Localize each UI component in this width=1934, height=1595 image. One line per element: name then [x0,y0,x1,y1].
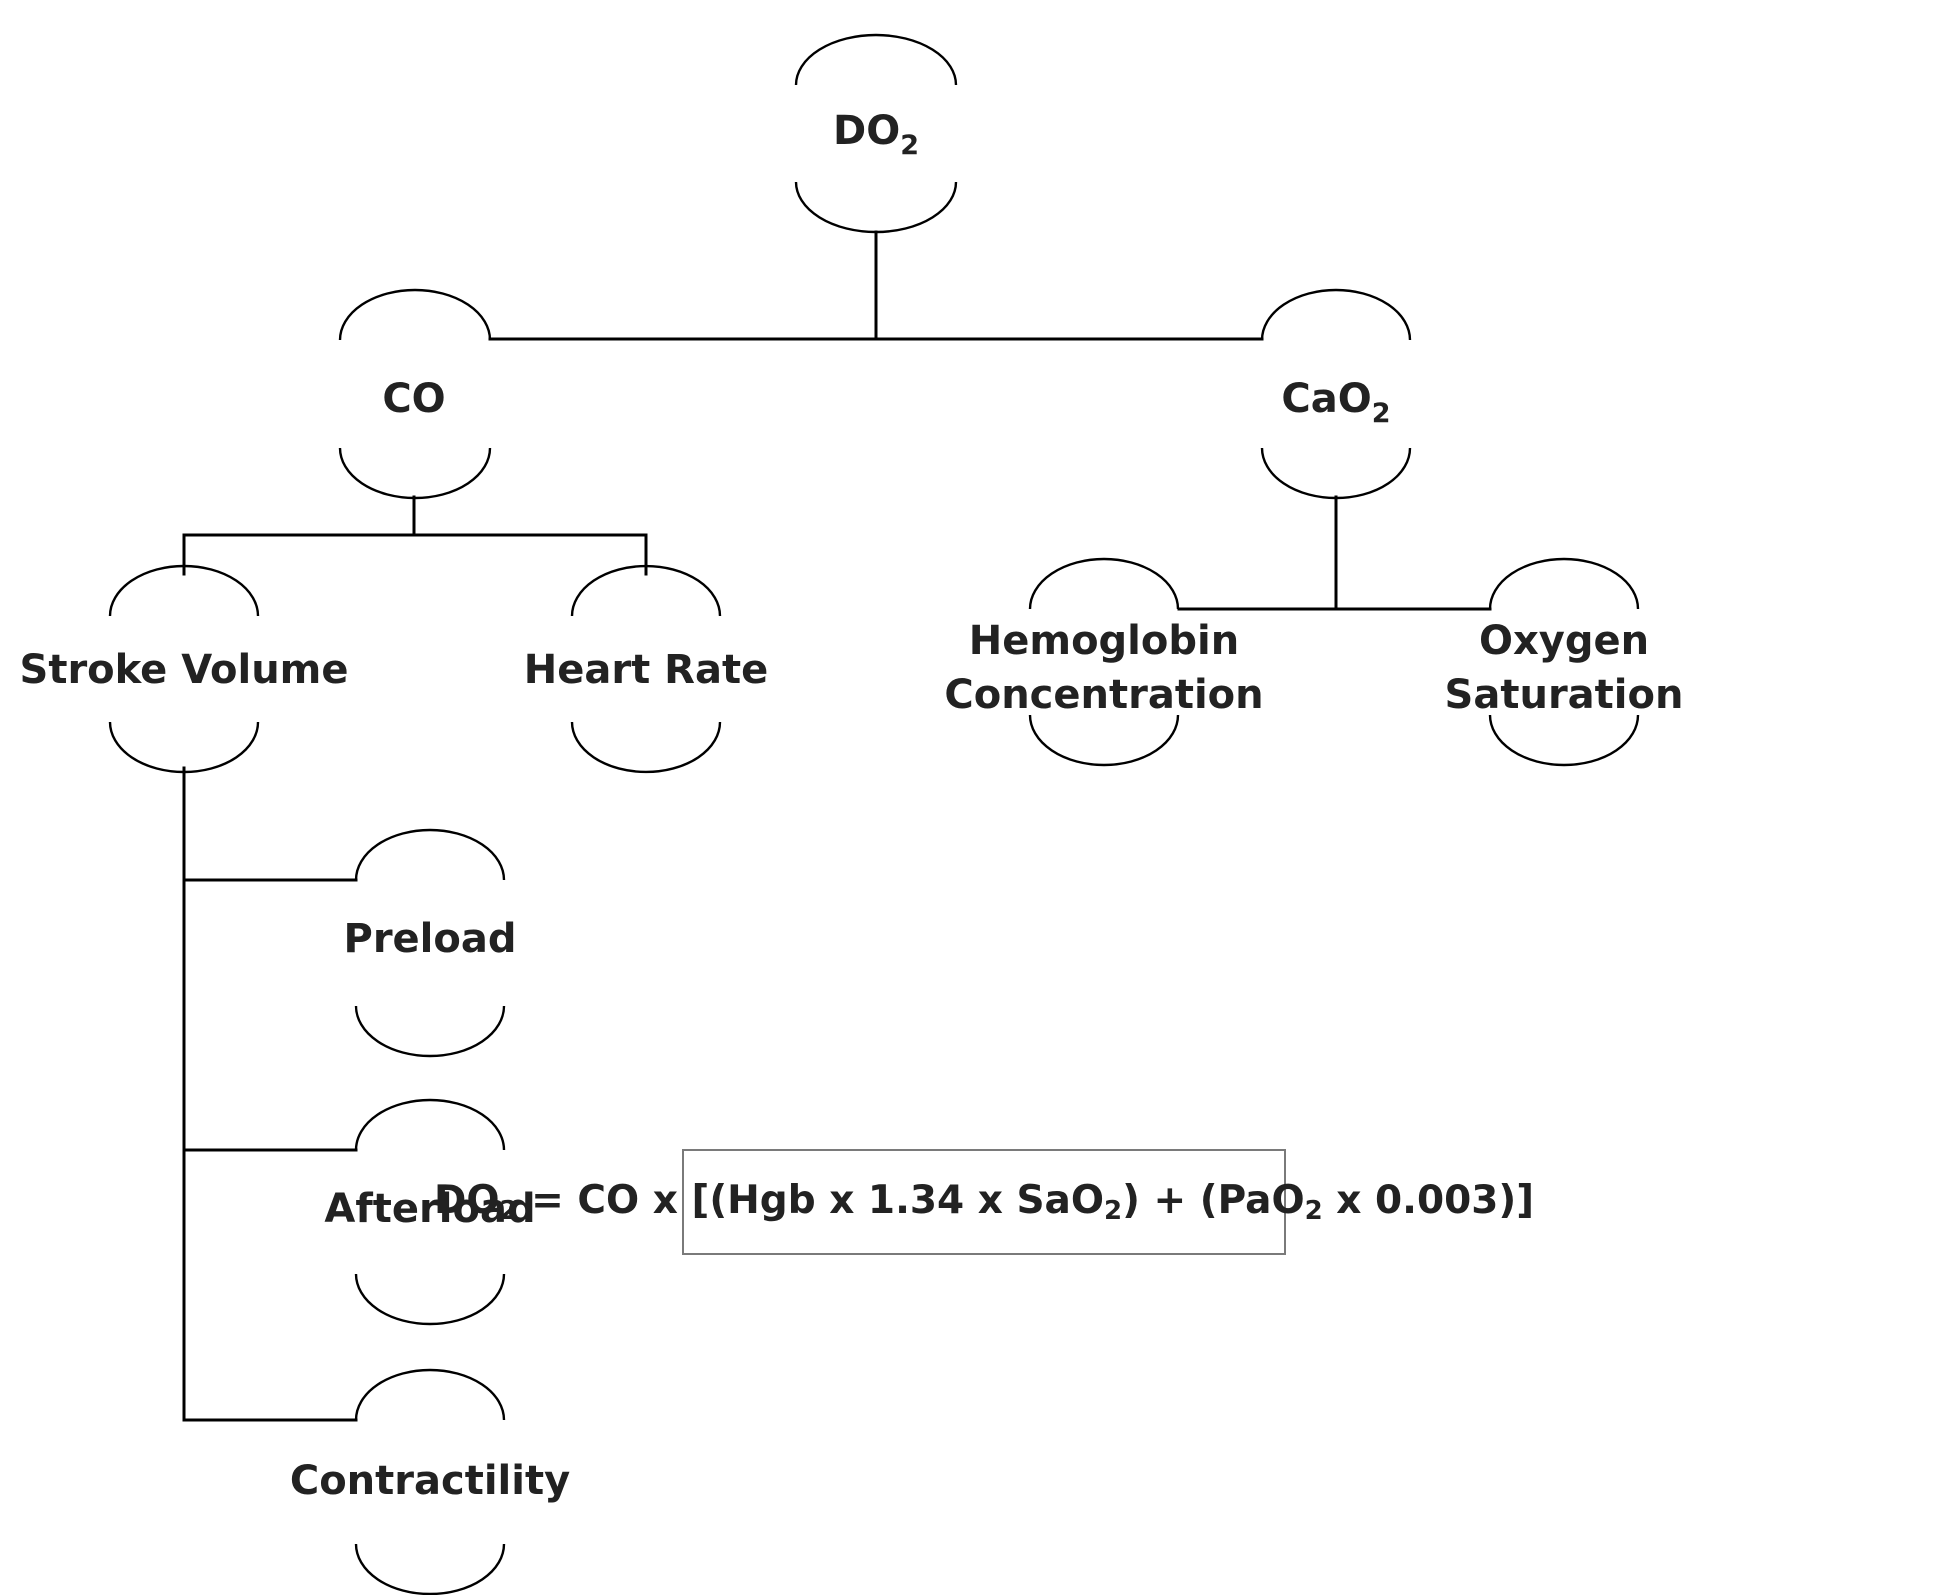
node-stroke-volume-bottom-arc [108,721,260,774]
node-hemoglobin-bottom-arc [1028,714,1180,767]
formula-box: DO2 = CO x [(Hgb x 1.34 x SaO2) + (PaO2 … [434,1149,1534,1255]
node-do2-bottom-arc [794,181,958,234]
node-contractility-top-arc [354,1368,506,1421]
node-cao2: CaO2 [1260,288,1412,500]
node-heart-rate-bottom-arc [570,721,722,774]
node-stroke-volume-top-arc [108,564,260,617]
node-contractility: Contractility [290,1368,570,1595]
connectors [182,230,1492,1422]
node-afterload-label: Afterload [324,1186,535,1232]
node-contractility-bottom-arc [354,1543,506,1595]
node-co: CO [338,288,492,500]
node-preload: Preload [344,828,517,1058]
node-contractility-label: Contractility [290,1458,570,1504]
node-preload-label: Preload [344,916,517,962]
node-oxygen-top-arc [1488,557,1640,610]
node-preload-bottom-arc [354,1005,506,1058]
node-co-top-arc [338,288,492,341]
node-heart-rate-label: Heart Rate [524,647,768,693]
node-do2: DO2 [794,33,958,234]
node-oxygen-bottom-arc [1488,714,1640,767]
formula-text: DO2 = CO x [(Hgb x 1.34 x SaO2) + (PaO2 … [433,1178,1535,1226]
node-hemoglobin-top-arc [1028,557,1180,610]
node-cao2-label: CaO2 [1281,376,1390,429]
node-cao2-top-arc [1260,288,1412,341]
node-heart-rate-top-arc [570,564,722,617]
node-do2-top-arc [794,33,958,86]
node-afterload-bottom-arc [354,1273,506,1326]
node-afterload: Afterload [324,1098,536,1326]
node-co-label: CO [382,376,445,422]
node-do2-label: DO2 [833,108,919,161]
node-cao2-bottom-arc [1260,447,1412,500]
node-preload-top-arc [354,828,506,881]
node-stroke-volume-label: Stroke Volume [20,647,349,693]
node-afterload-top-arc [354,1098,506,1151]
node-co-bottom-arc [338,447,492,500]
node-stroke-volume: Stroke Volume [20,564,349,774]
node-heart-rate: Heart Rate [524,564,768,774]
